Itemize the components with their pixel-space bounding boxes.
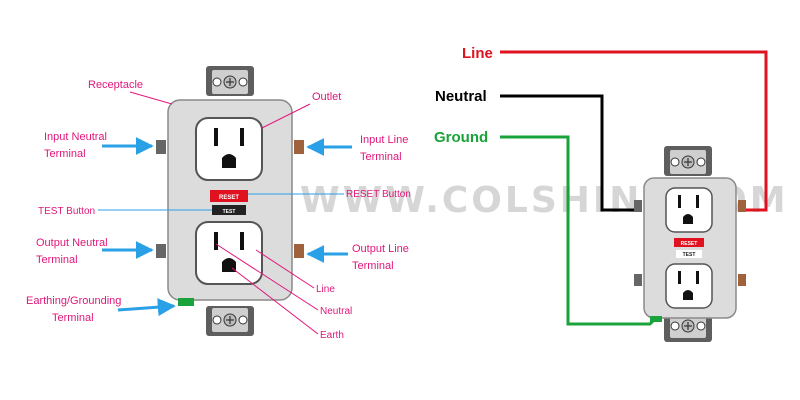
label-input-line-2: Terminal [360,151,402,163]
label-output-neutral-2: Terminal [36,254,78,266]
output-neutral-terminal [156,244,166,258]
right-top-strap [663,145,713,177]
label-input-neutral-2: Terminal [44,148,86,160]
label-reset-button: RESET Button [346,189,411,200]
reset-button [210,190,248,202]
line-wire [500,50,768,212]
test-button [212,205,246,215]
label-output-neutral-1: Output Neutral [36,237,108,249]
label-output-line-2: Terminal [352,260,394,272]
label-input-neutral-1: Input Neutral [44,131,107,143]
output-line-terminal [294,244,304,258]
label-line: Line [316,284,335,295]
right-reset-button [674,238,704,247]
wire-label-ground: Ground [434,129,488,146]
reset-button-text: RESET [219,195,239,201]
neutral-wire [500,94,634,212]
label-test-button: TEST Button [38,206,95,217]
left-receptacle: RESET TEST [156,65,304,337]
label-earthing-1: Earthing/Grounding [26,295,121,307]
ground-terminal [178,298,194,306]
input-line-terminal [294,140,304,154]
label-receptacle: Receptacle [88,79,143,91]
top-outlet [195,117,263,181]
label-output-line-1: Output Line [352,243,409,255]
input-neutral-terminal [156,140,166,154]
right-test-text: TEST [683,252,696,258]
label-earthing-2: Terminal [52,312,94,324]
wire-label-neutral: Neutral [435,88,487,105]
top-mounting-strap [205,65,255,97]
bottom-mounting-strap [205,305,255,337]
right-receptacle: RESET TEST [634,145,746,343]
label-outlet: Outlet [312,91,341,103]
label-input-line-1: Input Line [360,134,408,146]
label-earth: Earth [320,330,344,341]
ground-wire [500,135,656,326]
label-neutral: Neutral [320,306,352,317]
wire-label-line: Line [462,45,493,62]
right-reset-text: RESET [681,241,698,247]
test-button-text: TEST [223,209,236,215]
arrow-earthing [117,298,176,317]
top-ground-slot [222,154,236,168]
